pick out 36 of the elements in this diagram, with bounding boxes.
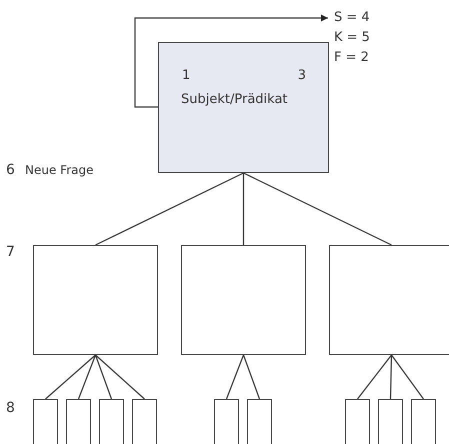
empty-box <box>132 399 157 444</box>
empty-box <box>33 399 58 444</box>
arrow <box>134 14 328 108</box>
empty-box <box>66 399 91 444</box>
level-number: 7 <box>6 244 15 260</box>
empty-box <box>33 245 158 355</box>
level-number: 6 <box>6 162 15 178</box>
connector-line <box>390 354 392 400</box>
connector-line <box>357 354 392 400</box>
score-text: S = 4 <box>334 10 370 26</box>
empty-box <box>345 399 370 444</box>
connector-line <box>226 354 244 400</box>
score-text: K = 5 <box>334 30 370 46</box>
connector-line <box>95 172 244 246</box>
empty-box <box>411 399 436 444</box>
empty-box <box>378 399 403 444</box>
box-text: 3 <box>298 68 306 84</box>
connector-line <box>242 173 244 245</box>
connector-line <box>242 354 260 400</box>
question-box <box>158 42 329 173</box>
connector-line <box>391 354 424 400</box>
empty-box <box>181 245 306 355</box>
empty-box <box>214 399 239 444</box>
score-text: F = 2 <box>334 50 369 66</box>
box-text: 1 <box>182 68 190 84</box>
connector-line <box>45 354 96 400</box>
connector-line <box>95 354 145 400</box>
connector-line <box>243 172 392 246</box>
level-number: 8 <box>6 400 15 416</box>
empty-box <box>247 399 272 444</box>
connector-line <box>78 354 96 400</box>
connector-line <box>94 354 112 400</box>
side-note: Neue Frage <box>25 162 94 178</box>
empty-box <box>99 399 124 444</box>
box-text: Subjekt/Prädikat <box>181 92 288 108</box>
empty-box <box>329 245 449 355</box>
